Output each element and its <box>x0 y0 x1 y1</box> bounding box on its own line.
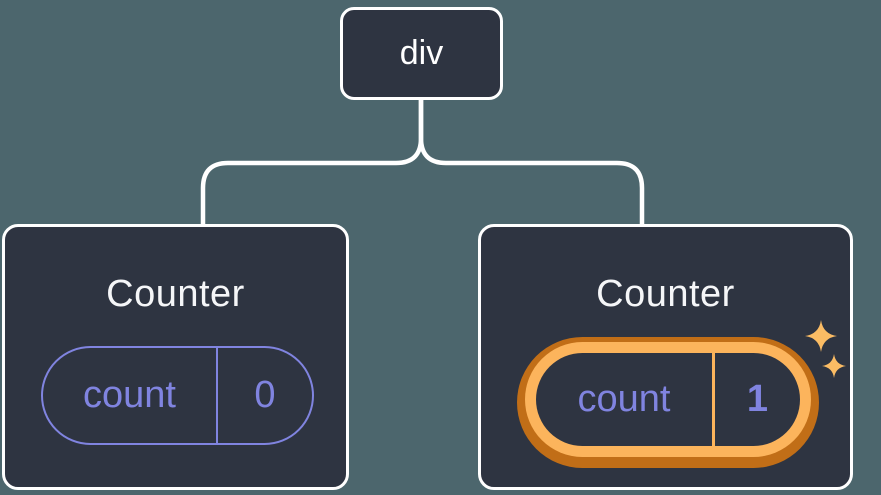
state-key-label: count <box>83 374 176 416</box>
state-pill-highlighted: count 1 <box>536 353 800 446</box>
sparkles-icon <box>805 320 846 378</box>
state-pill-divider <box>712 353 715 446</box>
state-pill-divider <box>216 348 218 443</box>
state-key-label: count <box>577 378 671 420</box>
root-node-label: div <box>399 34 444 72</box>
counter-title: Counter <box>106 273 245 315</box>
state-pill: count 0 <box>41 346 314 445</box>
counter-card-left: Counter count 0 <box>2 224 349 490</box>
state-value: 0 <box>254 374 276 416</box>
state-value: 1 <box>746 378 769 420</box>
counter-card-right: Counter count 1 <box>478 224 853 490</box>
counter-title: Counter <box>596 273 735 315</box>
root-node-div: div <box>340 7 503 100</box>
